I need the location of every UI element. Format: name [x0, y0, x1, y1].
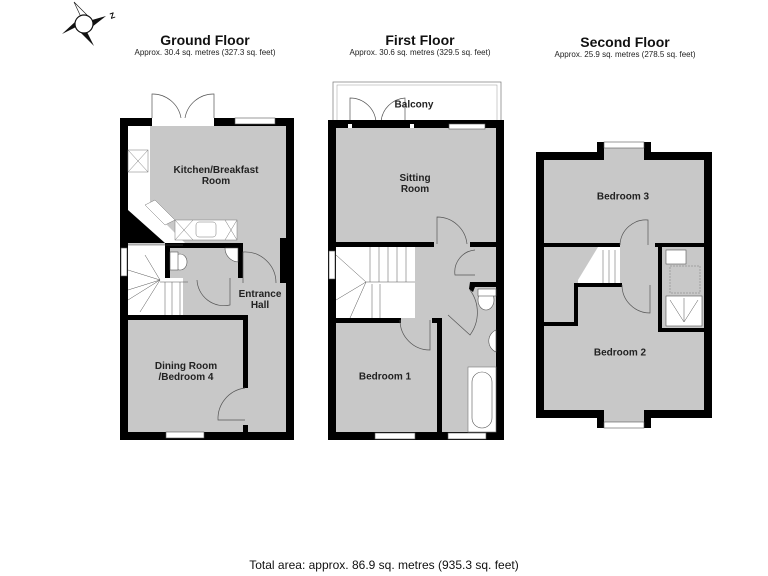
room-label-sitting-room: Sitting Room: [399, 173, 430, 195]
second-floor-title: Second Floor: [580, 34, 670, 50]
room-label-entrance-hall: Entrance Hall: [239, 289, 282, 311]
first-floor-plan: [328, 81, 504, 440]
second-floor-plan: [536, 141, 712, 429]
room-label-line: Room: [400, 184, 430, 195]
room-label-bedroom-3: Bedroom 3: [597, 192, 649, 203]
second-floor-area: Approx. 25.9 sq. metres (278.5 sq. feet): [554, 50, 696, 59]
room-label-bedroom-1: Bedroom 1: [359, 372, 411, 383]
total-area: Total area: approx. 86.9 sq. metres (935…: [249, 558, 519, 572]
room-label-line: Hall: [250, 300, 270, 311]
ground-floor-area: Approx. 30.4 sq. metres (327.3 sq. feet): [134, 48, 276, 57]
room-label-kitchen: Kitchen/Breakfast Room: [173, 165, 258, 187]
room-label-line: Dining Room: [154, 361, 218, 372]
room-label-balcony: Balcony: [395, 100, 434, 111]
ground-floor-plan: [120, 93, 294, 440]
room-label-line: Entrance: [238, 289, 282, 300]
room-label-line: Sitting: [399, 173, 431, 184]
room-label-line: /Bedroom 4: [158, 372, 214, 383]
room-label-line: Bedroom 1: [358, 371, 412, 383]
room-label-bedroom-2: Bedroom 2: [594, 348, 646, 359]
room-label-line: Room: [201, 176, 231, 187]
room-label-line: Bedroom 3: [596, 191, 650, 203]
room-label-line: Balcony: [394, 99, 434, 111]
ground-floor-title: Ground Floor: [160, 32, 250, 48]
first-floor-area: Approx. 30.6 sq. metres (329.5 sq. feet): [349, 48, 491, 57]
first-floor-title: First Floor: [385, 32, 455, 48]
room-label-dining-room: Dining Room /Bedroom 4: [155, 361, 217, 383]
room-label-line: Kitchen/Breakfast: [173, 165, 259, 176]
svg-text:Z: Z: [109, 11, 117, 21]
room-label-line: Bedroom 2: [593, 347, 647, 359]
compass-icon: Z: [62, 1, 117, 46]
